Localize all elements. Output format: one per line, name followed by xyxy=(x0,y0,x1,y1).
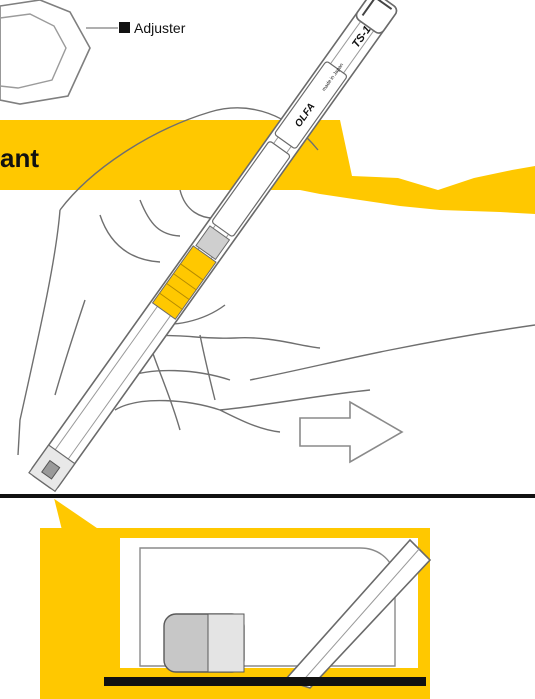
adjuster-square-bullet-icon xyxy=(119,22,130,33)
detail-callout xyxy=(40,500,430,699)
adjuster-label: Adjuster xyxy=(134,20,186,36)
right-arrow-outline-icon xyxy=(300,402,402,462)
adjuster-callout xyxy=(0,0,118,104)
cutting-surface-line xyxy=(0,494,535,498)
heading-fragment: ant xyxy=(0,143,39,173)
